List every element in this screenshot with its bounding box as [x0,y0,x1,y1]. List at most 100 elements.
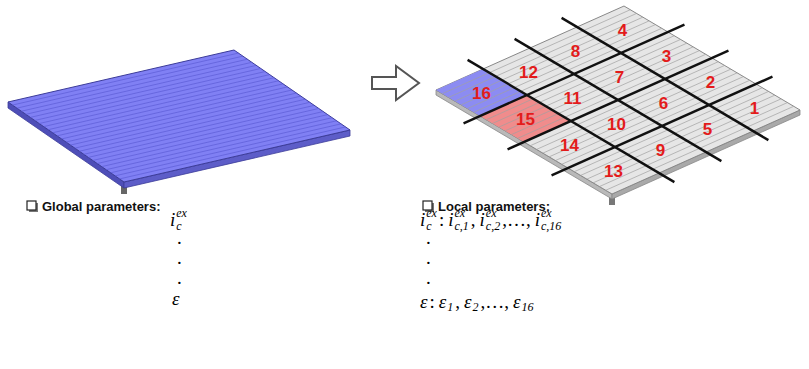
punctuation: , [455,292,460,311]
parameter-expression: ε [172,289,180,308]
region-number: 4 [618,21,627,38]
expression-term: : [428,292,439,311]
index-stack: 1 [447,289,453,314]
plate-rib [97,112,323,164]
plate-rib [35,68,261,120]
math-symbol: i [420,210,425,229]
plate-rib [93,108,319,160]
plate-top [436,6,800,194]
plate-rib [53,81,279,133]
plate-rib [88,105,314,157]
bullet-box [27,201,36,210]
punctuation: ,…, [502,210,531,229]
partition-line [552,77,773,176]
expression-term: iexc [170,207,187,232]
math-symbol: i [448,210,453,229]
expression-term: iexc,1 [448,207,469,232]
superscript: ex [486,207,500,220]
expression-term: ,…, [479,292,514,311]
region-number: 13 [604,162,623,179]
plate-rib [111,121,337,173]
region-number: 2 [706,73,715,90]
subscript: c [426,220,437,233]
transition-arrow [372,66,419,100]
expression-term: iexc,16 [535,207,562,232]
plate-rib [79,99,305,151]
region-number: 3 [662,47,671,64]
plate-top [8,50,350,182]
plate-rib [84,102,310,154]
section-heading: Global parameters: [42,200,161,213]
plate-rib [66,90,292,142]
plate-rib [44,75,270,127]
punctuation: : [430,292,435,311]
expression-term: ε [172,289,180,308]
plate-rib [30,65,256,117]
region-number: 10 [607,115,626,132]
plate-rib [70,93,296,145]
math-symbol: ε [513,292,521,311]
plate-rib [115,124,341,176]
plate-rib [106,118,332,170]
punctuation: ,…, [481,292,510,311]
expression-term: ε2 [464,289,479,314]
subscript: c,2 [486,220,500,233]
subscript: 1 [447,301,453,314]
punctuation: , [471,210,476,229]
subscript: c,16 [541,220,561,233]
ellipsis-dot: . [177,248,182,267]
index-stack: 16 [522,289,534,314]
math-symbol: ε [439,292,447,311]
math-symbol: ε [172,289,180,308]
partition-line [508,51,729,150]
expression-term: : [437,210,448,229]
plate-rib [75,96,301,148]
expression-term: iexc,2 [480,207,501,232]
parameter-expression: iexc:iexc,1,iexc,2,…,iexc,16 [420,207,561,232]
region-number: 8 [571,42,580,59]
punctuation: : [439,210,444,229]
subscript: c [176,220,187,233]
expression-term: ε16 [513,289,534,314]
expression-term: ε1 [439,289,454,314]
expression-term: , [453,292,464,311]
plate-rib [48,78,274,130]
plate-rib [120,127,346,179]
math-symbol: i [170,210,175,229]
region-number: 9 [656,141,665,158]
region-number: 16 [472,84,491,101]
plate-rib [39,72,265,124]
region-number: 11 [564,89,582,106]
math-symbol: i [535,210,540,229]
plate-rib [57,84,283,136]
plate-rib [17,56,243,108]
math-symbol: i [480,210,485,229]
region-number: 12 [519,63,538,80]
plate-rib [21,59,247,111]
superscript: ex [455,207,469,220]
region-number: 14 [560,136,579,153]
parameter-expression: ε:ε1,ε2,…,ε16 [420,289,534,314]
expression-term: ,…, [500,210,535,229]
ellipsis-dot: . [177,268,182,287]
region-number: 1 [750,99,759,116]
superscript: ex [176,207,187,220]
superscript: ex [541,207,561,220]
plate-rib [26,62,252,114]
region-number: 5 [703,120,712,137]
partition-line [562,18,769,140]
ellipsis-dot: . [426,268,431,287]
expression-term: , [469,210,480,229]
subscript: c,1 [455,220,469,233]
ellipsis-dot: . [426,248,431,267]
plate-rib [62,87,288,139]
parameter-expression: iexc [170,207,187,232]
subscript: 2 [473,301,479,314]
partitioned-plate [436,6,800,205]
index-stack: exc,16 [541,207,561,232]
superscript: ex [426,207,437,220]
math-symbol: ε [420,292,428,311]
index-stack: exc,2 [486,207,500,232]
